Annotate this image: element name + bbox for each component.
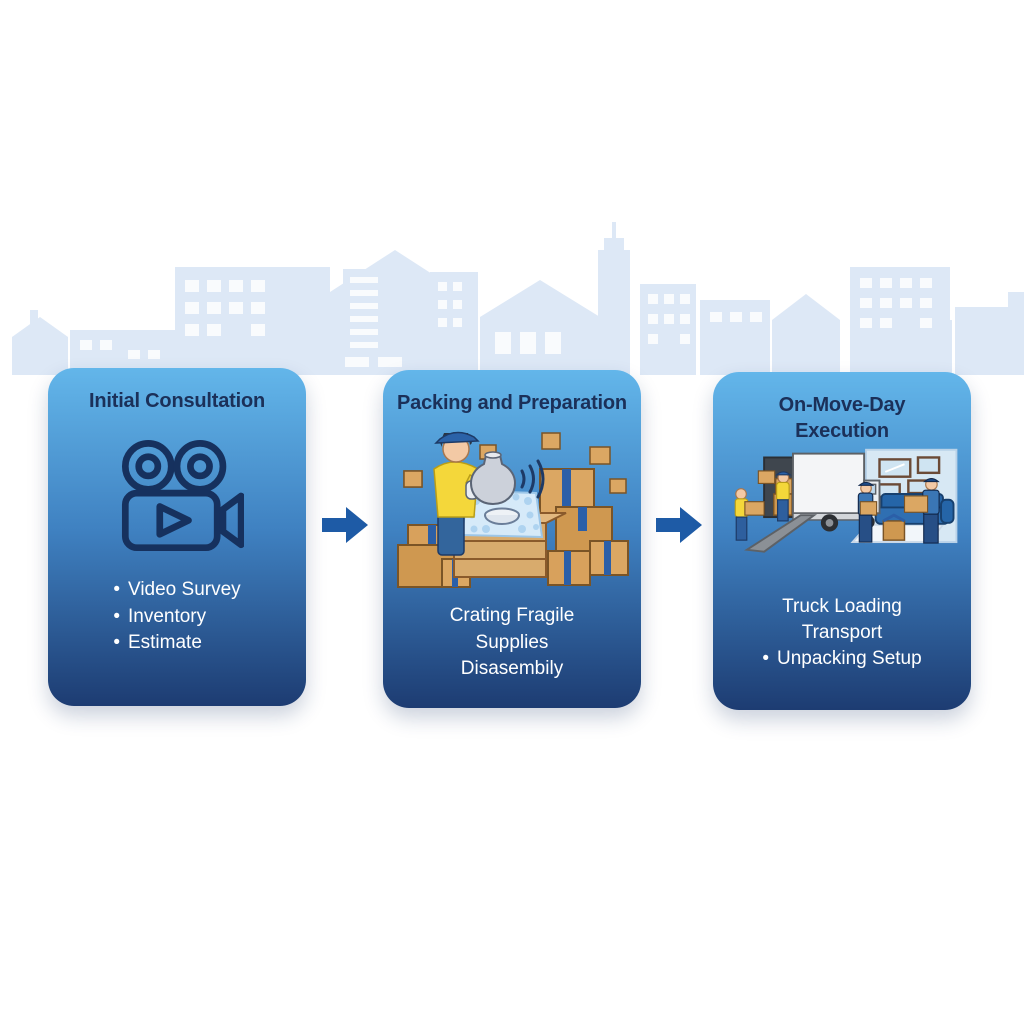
step-title: Packing and Preparation [397,392,627,414]
step-card-packing-preparation: Packing and Preparation [383,370,641,708]
step-title: On-Move-Day Execution [778,394,906,442]
bullet-icon: • [113,631,120,653]
list-item: • Inventory [113,604,240,630]
video-camera-icon [121,439,244,551]
bullet-icon: • [113,579,120,601]
bullet-icon: • [113,605,120,627]
step-illustration-area [383,416,641,603]
list-item: • Video Survey [113,577,240,603]
step-items-list: • Video Survey • Inventory • Estimate [113,577,240,656]
list-item: • Estimate [113,630,240,656]
step-items-list: Crating Fragile Supplies Disasembily [450,603,575,682]
step-card-initial-consultation: Initial Consultation • Video Survey • Inve… [48,368,306,706]
list-item-text: Crating Fragile [449,605,575,627]
step-illustration-area [713,444,971,594]
list-item-text: Transport [801,622,883,644]
step-items-list: Truck Loading Transport • Unpacking Setup [762,594,921,673]
list-item: • Unpacking Setup [762,646,921,672]
city-skyline-icon [12,222,1024,375]
packing-fragile-items-illustration [397,431,629,588]
list-item-text: Estimate [127,631,202,653]
arrow-right-icon [656,507,702,543]
bullet-icon: • [762,648,769,670]
list-item-text: Video Survey [127,579,241,601]
list-item: Disasembily [450,656,575,682]
list-item: Crating Fragile [450,603,575,629]
list-item-text: Supplies [475,631,549,653]
step-card-move-day-execution: On-Move-Day Execution [713,372,971,710]
truck-loading-illustration [734,448,958,553]
list-item-text: Truck Loading [782,596,902,617]
list-item-text: Unpacking Setup [776,648,922,670]
list-item: Supplies [450,630,575,656]
list-item-text: Disasembily [460,657,564,679]
arrow-right-icon [322,507,368,543]
list-item: Truck Loading [762,594,921,620]
step-title: Initial Consultation [89,390,265,412]
list-item-text: Inventory [127,605,207,627]
step-illustration-area [48,414,306,577]
list-item: Transport [762,620,921,646]
